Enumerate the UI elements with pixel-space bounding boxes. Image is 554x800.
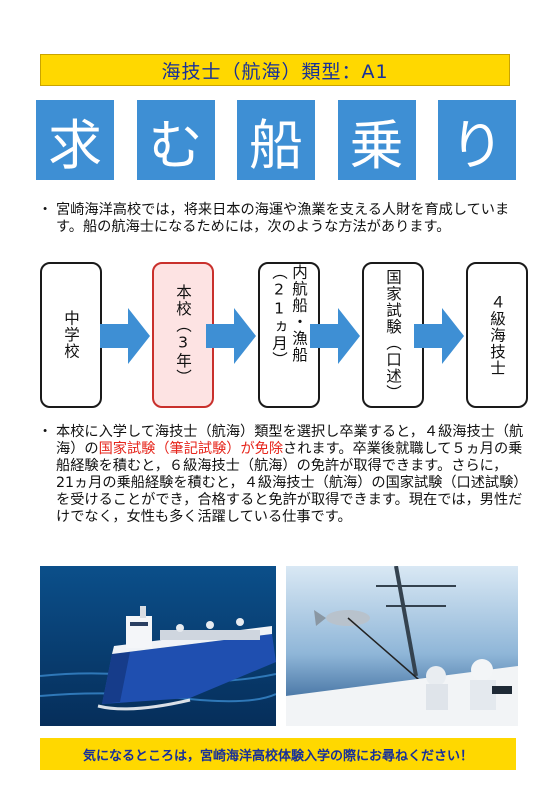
headline-tile: 船 [237, 100, 315, 180]
bullet: ・ [38, 424, 53, 440]
flow-step-label: 中学校 [62, 310, 80, 360]
arrow-right-icon [414, 308, 464, 364]
detail-text: 本校に入学して海技士（航海）類型を選択し卒業すると，４級海技士（航海）の国家試験… [40, 424, 524, 526]
flow-step-label: ４級海技士 [488, 293, 506, 377]
fishing-photo [286, 566, 518, 726]
flow-step-ship-experience: 内航船・漁船（21ヵ月） [258, 262, 320, 408]
intro-text: 宮崎海洋高校では，将来日本の海運や漁業を支える人財を育成しています。船の航海士に… [56, 202, 510, 235]
headline-tile: り [438, 100, 516, 180]
flow-step-this-school: 本校（3年） [152, 262, 214, 408]
arrow-right-icon [100, 308, 150, 364]
flow-step-label: 内航船・漁船（21ヵ月） [270, 264, 308, 368]
arrow-right-icon [310, 308, 360, 364]
intro-paragraph: ・ 宮崎海洋高校では，将来日本の海運や漁業を支える人財を育成しています。船の航海… [38, 202, 524, 236]
detail-paragraph: ・ 本校に入学して海技士（航海）類型を選択し卒業すると，４級海技士（航海）の国家… [38, 424, 524, 526]
flow-step-label: 本校（3年） [174, 284, 192, 386]
flow-step-junior-high: 中学校 [40, 262, 102, 408]
headline-tile: 求 [36, 100, 114, 180]
footer-banner: 気になるところは，宮崎海洋高校体験入学の際にお尋ねください！ [40, 738, 516, 770]
flow-step-label: 国家試験（口述） [384, 269, 402, 401]
bullet: ・ [38, 202, 53, 218]
ship-photo [40, 566, 276, 726]
headline-tile: 乗 [337, 100, 416, 180]
headline-tile: む [136, 100, 215, 180]
detail-text-part1: 本校に入学して海技士（航海）類型を選択し卒業すると，４級海技士（航海）の [56, 424, 524, 457]
header-title: 海技士（航海）類型：A1 [40, 54, 510, 86]
detail-text-part2: されます。卒業後就職して５ヵ月の乗船経験を積むと，６級海技士（航海）の免許が取得… [56, 441, 523, 525]
headline-tiles: 求 む 船 乗 り [36, 100, 516, 180]
arrow-right-icon [206, 308, 256, 364]
exam-exemption-highlight: 国家試験（筆記試験）が免除 [98, 441, 284, 457]
flow-step-license: ４級海技士 [466, 262, 528, 408]
career-flow: 中学校 本校（3年） 内航船・漁船（21ヵ月） 国家試験（口述） ４級海技士 [0, 262, 554, 412]
